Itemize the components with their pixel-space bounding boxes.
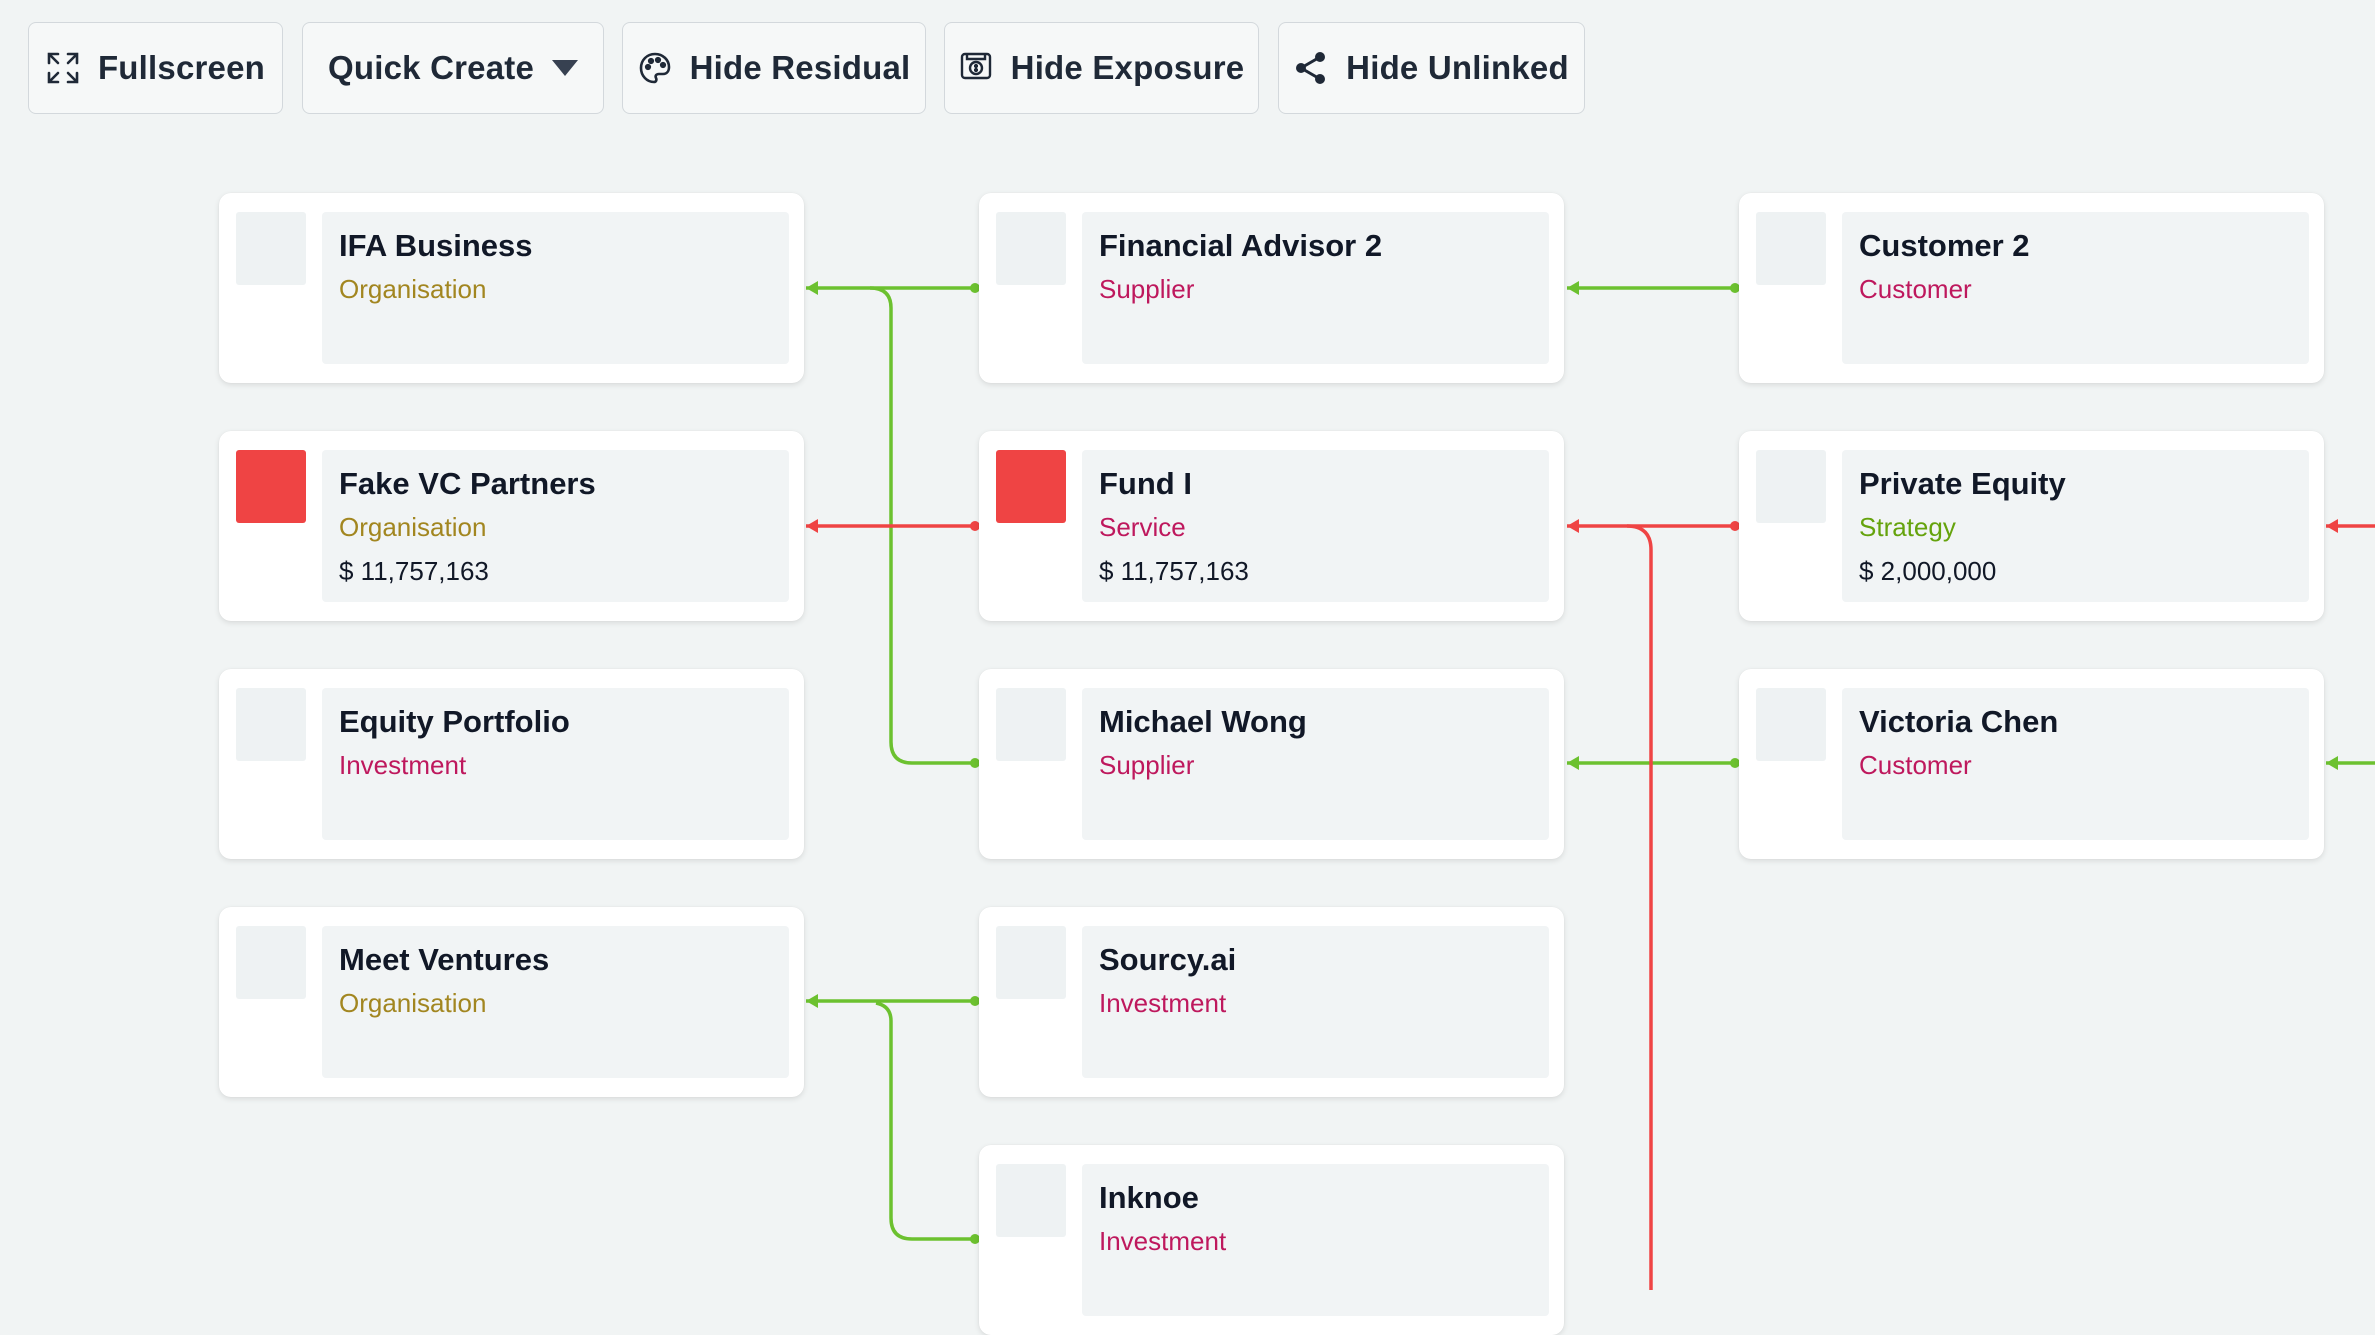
node-thumbnail bbox=[236, 212, 306, 285]
node-type: Investment bbox=[1099, 1226, 1227, 1256]
node-card-sourcy-ai[interactable]: Sourcy.ai Investment bbox=[979, 907, 1564, 1097]
node-type: Organisation bbox=[339, 512, 487, 542]
node-title: Equity Portfolio bbox=[339, 704, 570, 739]
node-title: Fake VC Partners bbox=[339, 466, 596, 501]
node-thumbnail bbox=[236, 926, 306, 999]
node-body: Michael Wong Supplier bbox=[1082, 688, 1549, 840]
node-card-fund-i[interactable]: Fund I Service $ 11,757,163 bbox=[979, 431, 1564, 621]
node-body: Fake VC Partners Organisation $ 11,757,1… bbox=[322, 450, 789, 602]
node-type: Supplier bbox=[1099, 750, 1195, 780]
node-value: $ 2,000,000 bbox=[1859, 556, 1997, 586]
node-card-equity-portfolio[interactable]: Equity Portfolio Investment bbox=[219, 669, 804, 859]
link-offscreen-to-fund bbox=[1626, 524, 1653, 1290]
node-thumbnail bbox=[996, 1164, 1066, 1237]
node-body: Meet Ventures Organisation bbox=[322, 926, 789, 1078]
node-body: Private Equity Strategy $ 2,000,000 bbox=[1842, 450, 2309, 602]
node-thumbnail bbox=[1756, 450, 1826, 523]
palette-icon bbox=[638, 51, 672, 85]
hide-residual-label: Hide Residual bbox=[689, 49, 911, 86]
node-type: Organisation bbox=[339, 274, 487, 304]
node-title: Sourcy.ai bbox=[1099, 942, 1237, 977]
node-card-customer-2[interactable]: Customer 2 Customer bbox=[1739, 193, 2324, 383]
node-thumbnail bbox=[996, 926, 1066, 999]
node-type: Investment bbox=[1099, 988, 1227, 1018]
link-michael-wong-to-ifa bbox=[869, 286, 975, 765]
connector-layer bbox=[806, 281, 2375, 1290]
caret-down-icon bbox=[552, 60, 578, 76]
node-type: Strategy bbox=[1859, 512, 1956, 542]
node-card-private-equity[interactable]: Private Equity Strategy $ 2,000,000 bbox=[1739, 431, 2324, 621]
node-body: Inknoe Investment bbox=[1082, 1164, 1549, 1316]
node-title: Financial Advisor 2 bbox=[1099, 228, 1383, 263]
quick-create-button[interactable]: Quick Create bbox=[302, 22, 604, 114]
node-title: Meet Ventures bbox=[339, 942, 550, 977]
node-title: Victoria Chen bbox=[1859, 704, 2059, 739]
node-type: Customer bbox=[1859, 274, 1972, 304]
node-title: Customer 2 bbox=[1859, 228, 2030, 263]
link-inknoe-to-meet-ventures bbox=[875, 1001, 975, 1241]
node-body: Equity Portfolio Investment bbox=[322, 688, 789, 840]
node-thumbnail bbox=[236, 450, 306, 523]
node-body: Fund I Service $ 11,757,163 bbox=[1082, 450, 1549, 602]
quick-create-label: Quick Create bbox=[328, 49, 534, 86]
expand-icon bbox=[46, 51, 80, 85]
node-card-meet-ventures[interactable]: Meet Ventures Organisation bbox=[219, 907, 804, 1097]
hide-unlinked-label: Hide Unlinked bbox=[1346, 49, 1569, 86]
node-value: $ 11,757,163 bbox=[339, 556, 489, 586]
node-thumbnail bbox=[1756, 212, 1826, 285]
node-body: Customer 2 Customer bbox=[1842, 212, 2309, 364]
node-type: Service bbox=[1099, 512, 1186, 542]
node-card-ifa-business[interactable]: IFA Business Organisation bbox=[219, 193, 804, 383]
hide-exposure-button[interactable]: Hide Exposure bbox=[944, 22, 1259, 114]
node-body: IFA Business Organisation bbox=[322, 212, 789, 364]
node-title: Inknoe bbox=[1099, 1180, 1199, 1215]
node-type: Supplier bbox=[1099, 274, 1195, 304]
node-body: Victoria Chen Customer bbox=[1842, 688, 2309, 840]
node-card-michael-wong[interactable]: Michael Wong Supplier bbox=[979, 669, 1564, 859]
node-body: Sourcy.ai Investment bbox=[1082, 926, 1549, 1078]
node-title: IFA Business bbox=[339, 228, 533, 263]
node-title: Michael Wong bbox=[1099, 704, 1307, 739]
node-type: Organisation bbox=[339, 988, 487, 1018]
node-value: $ 11,757,163 bbox=[1099, 556, 1249, 586]
node-card-fake-vc-partners[interactable]: Fake VC Partners Organisation $ 11,757,1… bbox=[219, 431, 804, 621]
node-type: Investment bbox=[339, 750, 467, 780]
hide-exposure-label: Hide Exposure bbox=[1010, 49, 1245, 86]
node-thumbnail bbox=[1756, 688, 1826, 761]
node-thumbnail bbox=[996, 450, 1066, 523]
node-body: Financial Advisor 2 Supplier bbox=[1082, 212, 1549, 364]
node-thumbnail bbox=[996, 212, 1066, 285]
node-type: Customer bbox=[1859, 750, 1972, 780]
hide-residual-button[interactable]: Hide Residual bbox=[622, 22, 926, 114]
node-thumbnail bbox=[996, 688, 1066, 761]
fullscreen-label: Fullscreen bbox=[97, 49, 266, 86]
node-thumbnail bbox=[236, 688, 306, 761]
share-icon bbox=[1294, 51, 1328, 85]
money-icon bbox=[959, 51, 993, 85]
fullscreen-button[interactable]: Fullscreen bbox=[28, 22, 283, 114]
node-title: Private Equity bbox=[1859, 466, 2066, 501]
node-card-victoria-chen[interactable]: Victoria Chen Customer bbox=[1739, 669, 2324, 859]
node-card-inknoe[interactable]: Inknoe Investment bbox=[979, 1145, 1564, 1335]
node-title: Fund I bbox=[1099, 466, 1192, 501]
hide-unlinked-button[interactable]: Hide Unlinked bbox=[1278, 22, 1585, 114]
node-card-financial-advisor-2[interactable]: Financial Advisor 2 Supplier bbox=[979, 193, 1564, 383]
